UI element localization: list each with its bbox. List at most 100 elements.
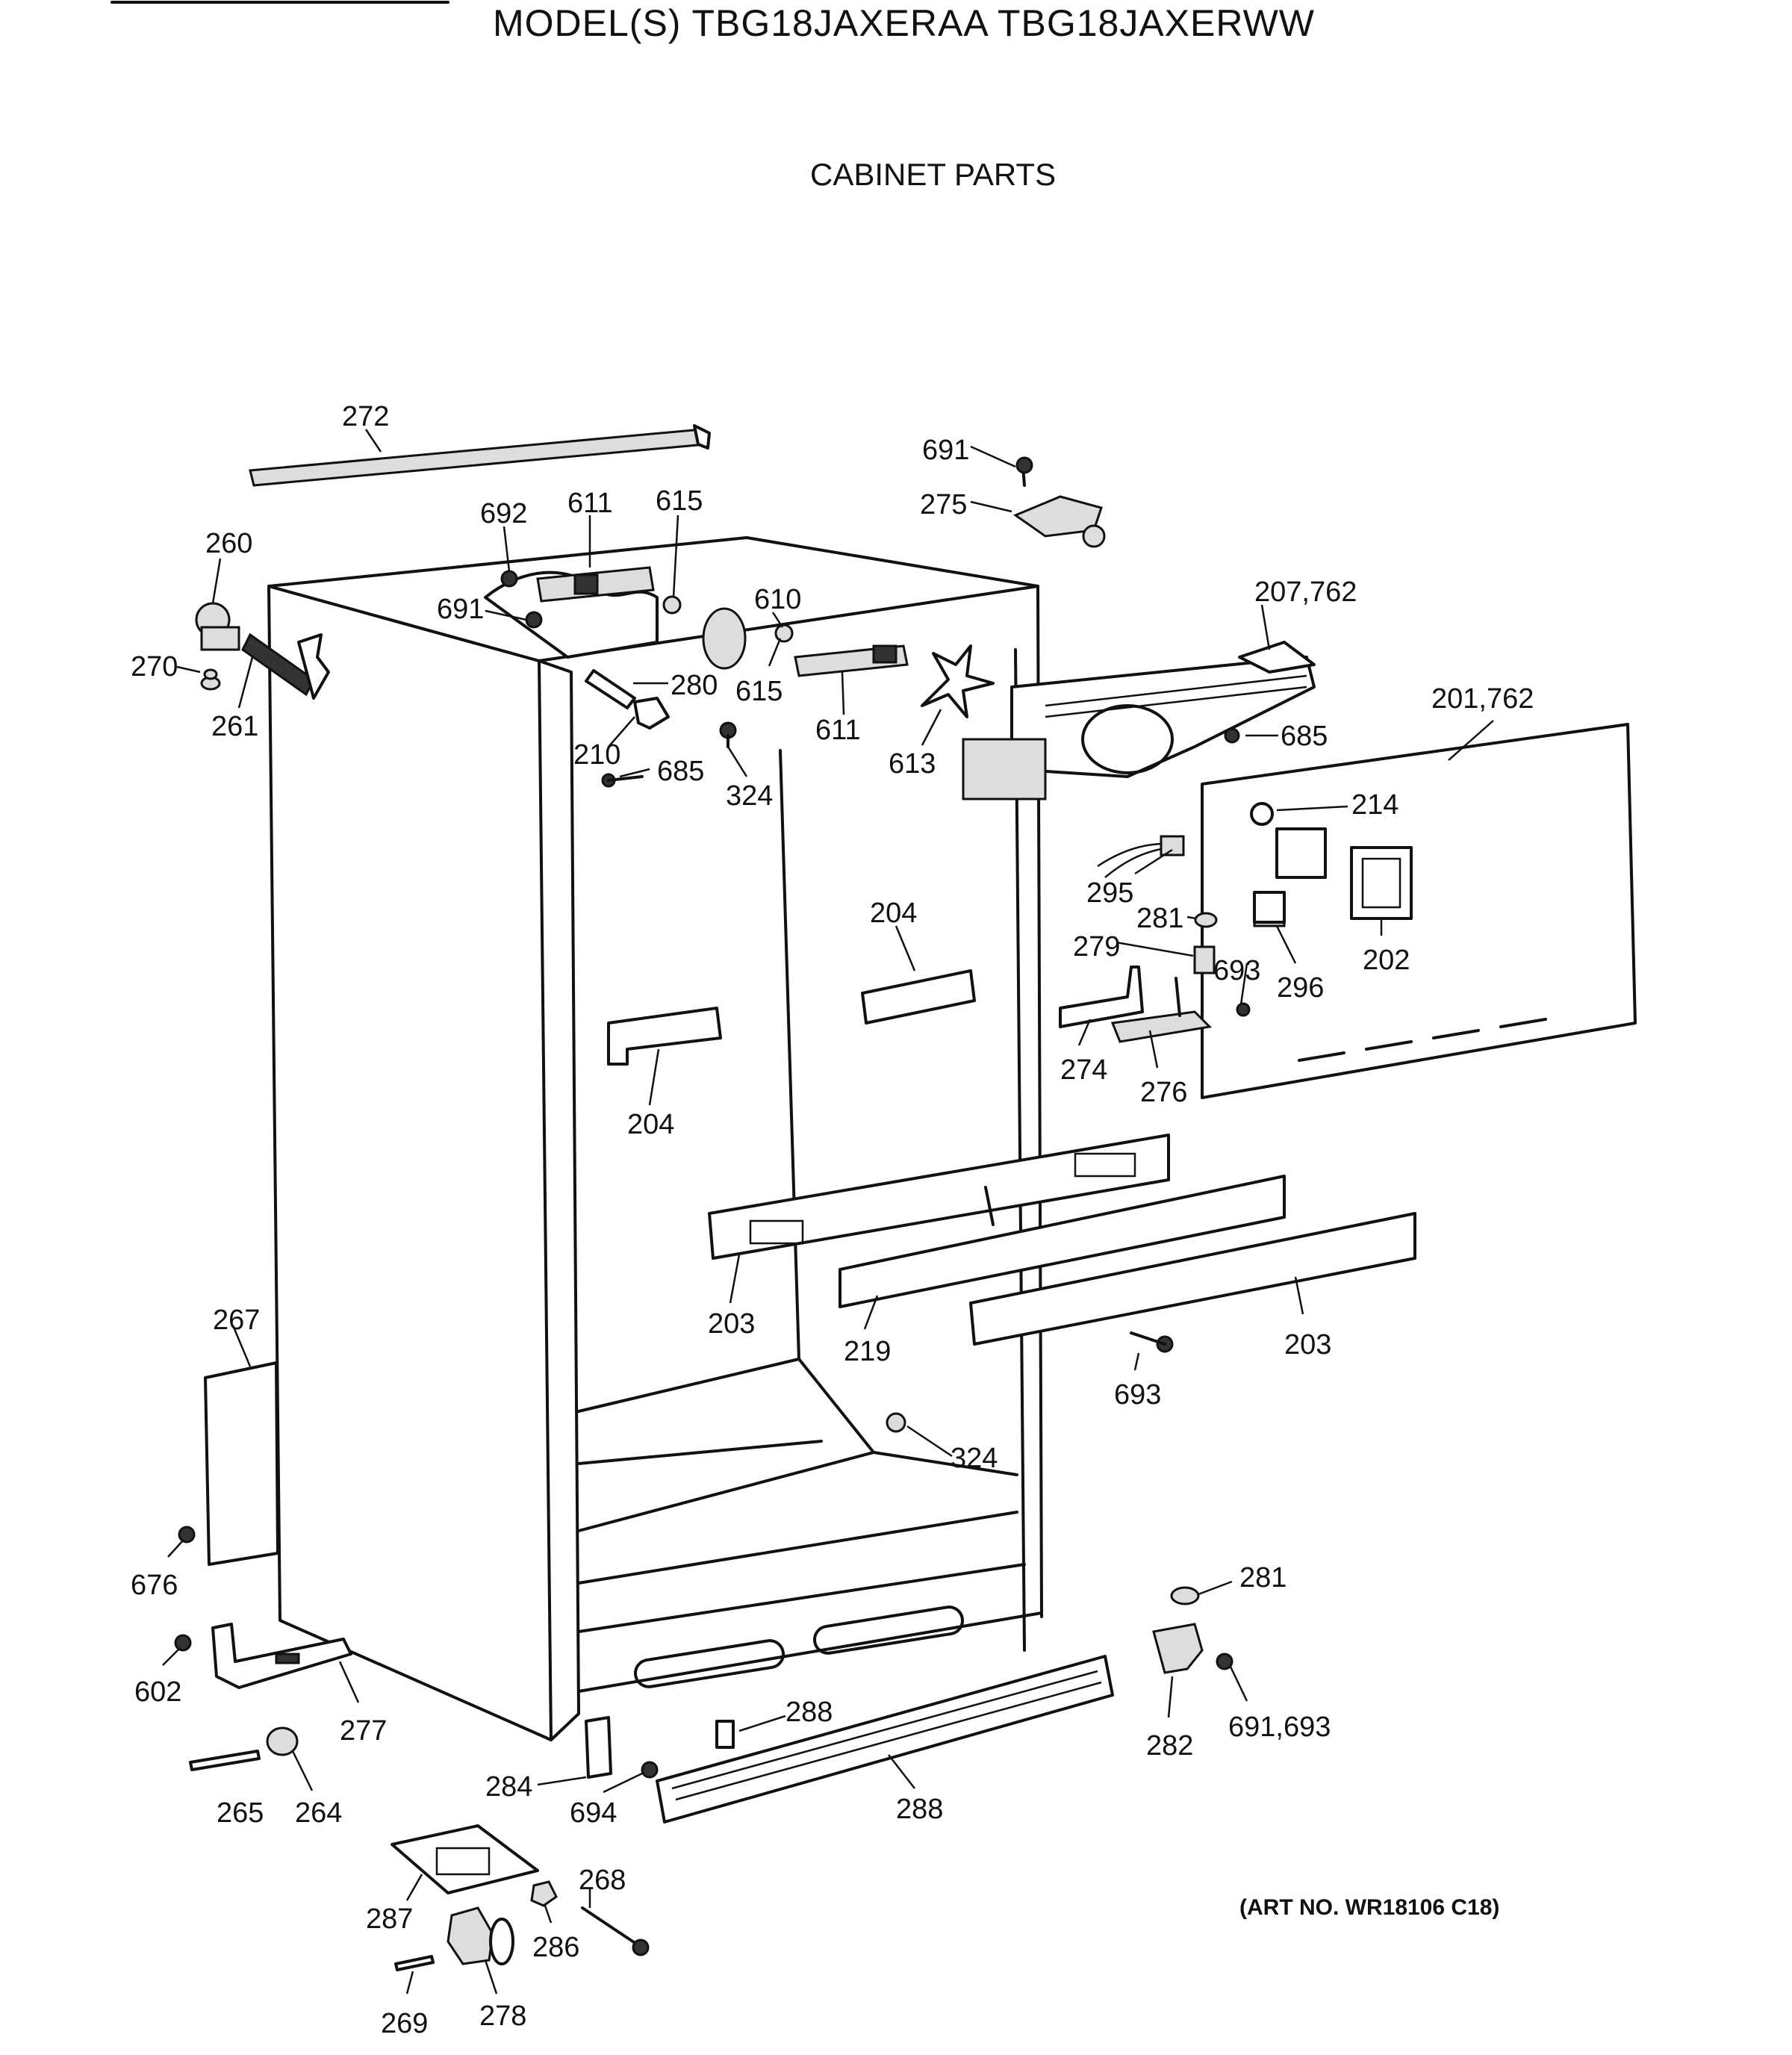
mullion-203-lower [969,1212,1416,1346]
grommet-281-upper [1194,912,1218,928]
callout-264: 264 [295,1797,342,1829]
callout-288-clip: 288 [785,1697,833,1728]
plug-270 [200,668,221,691]
callout-676: 676 [131,1570,178,1601]
bracket-277 [211,1623,352,1689]
callout-labels: 272 691 275 692 611 615 260 691 610 207,… [131,401,1534,2039]
interior-back-edge [779,749,800,1361]
bracket-284 [585,1716,612,1779]
callout-219: 219 [844,1336,891,1367]
screw-324-lower [886,1412,906,1433]
callout-203-lower: 203 [1284,1329,1331,1361]
interior-shelf-upper [577,1358,1018,1476]
callout-691-693: 691,693 [1228,1712,1331,1743]
cabinet-front-flange [538,659,580,1741]
leader-lines [162,429,1494,1995]
screw-694 [641,1761,659,1779]
clip-288 [715,1720,735,1749]
callout-280: 280 [671,670,718,701]
callout-692: 692 [480,498,527,529]
interior-shelf-line-1 [577,1440,823,1465]
callout-615-mid: 615 [735,676,783,707]
callout-261: 261 [211,711,258,742]
tube-280 [585,669,636,709]
damper-control-611-right [794,644,909,677]
screw-691-693 [1216,1653,1233,1670]
callout-274: 274 [1060,1054,1107,1086]
cabinet-shell [267,536,1043,1741]
screw-691-top [525,611,543,629]
callout-691-top: 691 [437,594,484,625]
hinge-276 [1110,977,1213,1043]
callout-204-lower: 204 [627,1109,674,1140]
callout-260: 260 [205,528,252,559]
callout-279: 279 [1073,931,1120,963]
callout-324-top: 324 [726,780,773,812]
callout-281-lower: 281 [1239,1562,1287,1594]
callout-278: 278 [479,2000,526,2032]
damper-motor-610 [662,595,794,670]
callout-267: 267 [213,1305,260,1336]
callout-270: 270 [131,651,178,683]
callout-207-762: 207,762 [1254,576,1357,608]
callout-610: 610 [754,584,801,615]
callout-203-upper: 203 [708,1308,755,1340]
tube-261 [241,632,330,700]
interior-shelf-line-4 [577,1563,1026,1633]
screw-268 [581,1906,650,1956]
cabinet-right-flange [1014,648,1026,1652]
grommet-281-lower [1170,1586,1200,1605]
evaporator-207 [962,641,1316,800]
callout-286: 286 [532,1932,579,1963]
callout-694: 694 [570,1797,617,1829]
callout-296: 296 [1277,972,1324,1004]
hinge-275 [1012,456,1106,548]
callout-691-hinge: 691 [922,435,969,466]
bracket-204-left [607,1007,722,1066]
bracket-274 [1059,966,1144,1028]
callout-277: 277 [340,1715,387,1747]
callout-281-upper: 281 [1136,903,1183,934]
light-socket-210 [633,697,670,730]
roller-assembly-278 [447,1906,514,1965]
callout-214: 214 [1351,789,1399,821]
callout-284: 284 [485,1771,532,1803]
callout-685-left: 685 [657,756,704,787]
callout-693-middle: 693 [1114,1379,1161,1411]
thermostat-279 [1193,945,1216,974]
callout-275: 275 [920,489,967,520]
grille-288 [656,1655,1114,1824]
callout-265: 265 [217,1797,264,1829]
callout-613: 613 [889,748,936,780]
harness-295 [1097,835,1185,878]
callout-685-right: 685 [1281,721,1328,752]
callout-202: 202 [1363,945,1410,976]
callout-288-grille: 288 [896,1794,943,1825]
callout-611-top: 611 [567,488,613,519]
bottom-slot-right [813,1605,964,1655]
interior-shelf-line-2 [577,1451,875,1532]
art-number: (ART NO. WR18106 C18) [1239,1895,1500,1920]
section-subtitle: CABINET PARTS [810,157,1057,192]
bottom-slot-left [634,1639,785,1688]
callout-324-lower: 324 [951,1443,998,1474]
cover-267 [204,1361,279,1566]
callout-268: 268 [579,1865,626,1896]
cabinet-bottom-rail [577,1611,1043,1693]
callout-272: 272 [342,401,389,432]
callout-602: 602 [134,1676,181,1708]
screw-676 [178,1526,196,1543]
callout-276: 276 [1140,1077,1187,1108]
callout-269: 269 [381,2008,428,2039]
callout-693-upper: 693 [1213,955,1260,986]
bracket-204-right [861,969,976,1025]
bracket-282 [1152,1623,1204,1674]
callout-282: 282 [1146,1730,1193,1762]
screw-685-left [601,773,644,788]
evaporator-cover-201 [1201,723,1637,1099]
screw-693-middle [1130,1331,1174,1353]
cabinet-left-side [267,585,553,1741]
callout-611-mid: 611 [815,715,861,746]
screw-685-right [1224,727,1240,744]
